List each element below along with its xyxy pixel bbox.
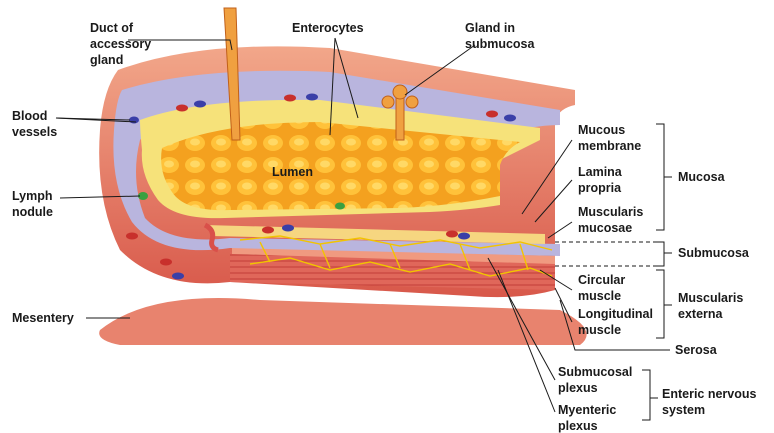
duct-shape: [223, 7, 241, 141]
duct-label: Duct of accessory gland: [90, 21, 155, 67]
gland-shape: [381, 84, 419, 141]
enterocytes-label: Enterocytes: [292, 21, 364, 35]
muscle-band-front: [230, 252, 555, 290]
lumen-label: Lumen: [272, 165, 313, 179]
mesentery-shape: [99, 298, 587, 345]
blood-vessel-markers: [126, 93, 516, 280]
leader-lines: [55, 37, 670, 413]
lumen-area: [161, 122, 520, 211]
serosa-label: Serosa: [675, 343, 718, 357]
muscularis-externa-label: Muscularis externa: [678, 291, 747, 321]
blood-vessels-label: Blood vessels: [12, 109, 57, 139]
muscularis-mucosae-label: Muscularis mucosae: [578, 205, 647, 235]
lymph-nodule: [138, 192, 148, 200]
mucosa-label: Mucosa: [678, 170, 726, 184]
gland-label: Gland in submucosa: [465, 21, 536, 51]
submucosal-plexus-label: Submucosal plexus: [558, 365, 636, 395]
lamina-propria-label: Lamina propria: [578, 165, 625, 195]
myenteric-plexus-label: Myenteric plexus: [558, 403, 620, 433]
longitudinal-muscle-label: Longitudinal muscle: [578, 307, 656, 337]
lymph-nodule-2: [335, 202, 345, 210]
brackets: [555, 123, 672, 421]
mesentery-label: Mesentery: [12, 311, 74, 325]
mucous-membrane-label: Mucous membrane: [578, 123, 641, 153]
submucosa-label: Submucosa: [678, 246, 750, 260]
lymph-nodule-label: Lymph nodule: [12, 189, 56, 219]
enteric-nervous-system-label: Enteric nervous system: [662, 387, 760, 417]
circular-muscle-label: Circular muscle: [578, 273, 629, 303]
nerve-plexus: [239, 235, 553, 277]
